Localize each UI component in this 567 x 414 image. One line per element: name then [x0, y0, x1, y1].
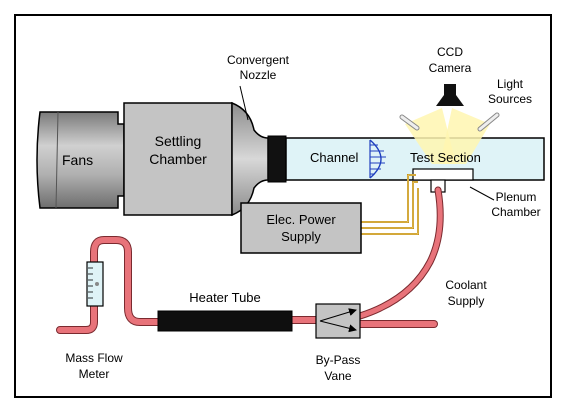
nozzle-flange	[267, 135, 287, 183]
ccd-label-1: CCD	[437, 45, 463, 59]
flow-loop-tube	[56, 236, 438, 334]
convergent-nozzle	[231, 101, 269, 217]
meter-label-2: Meter	[79, 367, 110, 381]
velocity-profile	[369, 139, 386, 179]
power-wires-inner	[361, 174, 419, 235]
light-label-1: Light	[497, 77, 524, 91]
heater-label: Heater Tube	[189, 290, 261, 305]
power-label-2: Supply	[281, 229, 321, 244]
coolant-label-2: Supply	[448, 294, 485, 308]
coolant-label-1: Coolant	[445, 278, 487, 292]
light-beam-right	[440, 108, 490, 164]
light-source-left-icon	[399, 114, 420, 131]
plenum-label-1: Plenum	[496, 190, 537, 204]
light-source-right-icon	[477, 112, 500, 132]
settling-chamber-label-1: Settling	[155, 133, 202, 149]
nozzle-leader	[239, 85, 249, 121]
bypass-label-1: By-Pass	[316, 353, 361, 367]
test-section-label: Test Section	[410, 150, 481, 165]
bypass-vane	[315, 303, 361, 339]
ccd-camera-icon	[436, 84, 464, 106]
fans-label: Fans	[62, 152, 93, 168]
nozzle-label-1: Convergent	[227, 53, 290, 67]
ccd-label-2: Camera	[429, 61, 472, 75]
settling-chamber	[123, 102, 233, 216]
power-supply	[240, 202, 362, 254]
light-label-2: Sources	[488, 92, 532, 106]
nozzle-label-2: Nozzle	[240, 68, 277, 82]
coolant-tube	[356, 186, 444, 320]
plenum-leader	[469, 186, 495, 201]
power-label-1: Elec. Power	[266, 212, 336, 227]
heater-tube	[157, 310, 293, 332]
settling-chamber-label-2: Chamber	[149, 151, 207, 167]
channel-label: Channel	[310, 150, 359, 165]
mass-flow-meter	[86, 261, 104, 307]
plenum-label-2: Chamber	[491, 205, 540, 219]
meter-label-1: Mass Flow	[65, 351, 123, 365]
plenum-top	[412, 168, 474, 181]
power-wires	[361, 174, 419, 235]
bypass-label-2: Vane	[324, 369, 351, 383]
